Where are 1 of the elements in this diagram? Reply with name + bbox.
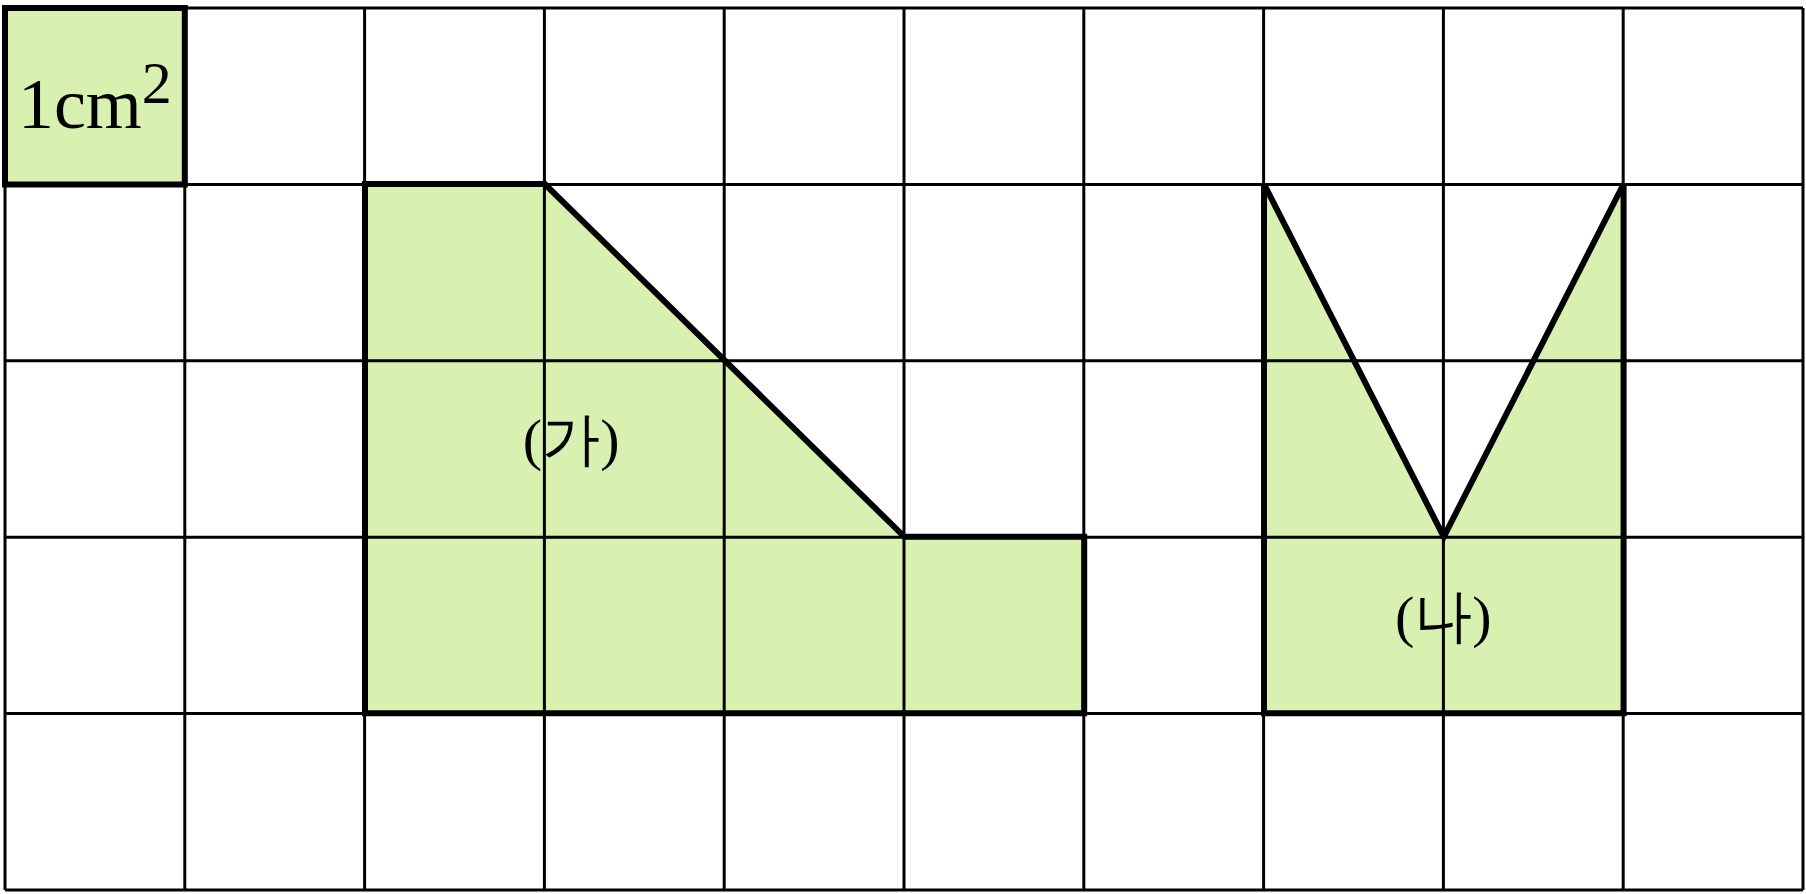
figure-label: 1cm$^{2}$ [17, 52, 172, 140]
